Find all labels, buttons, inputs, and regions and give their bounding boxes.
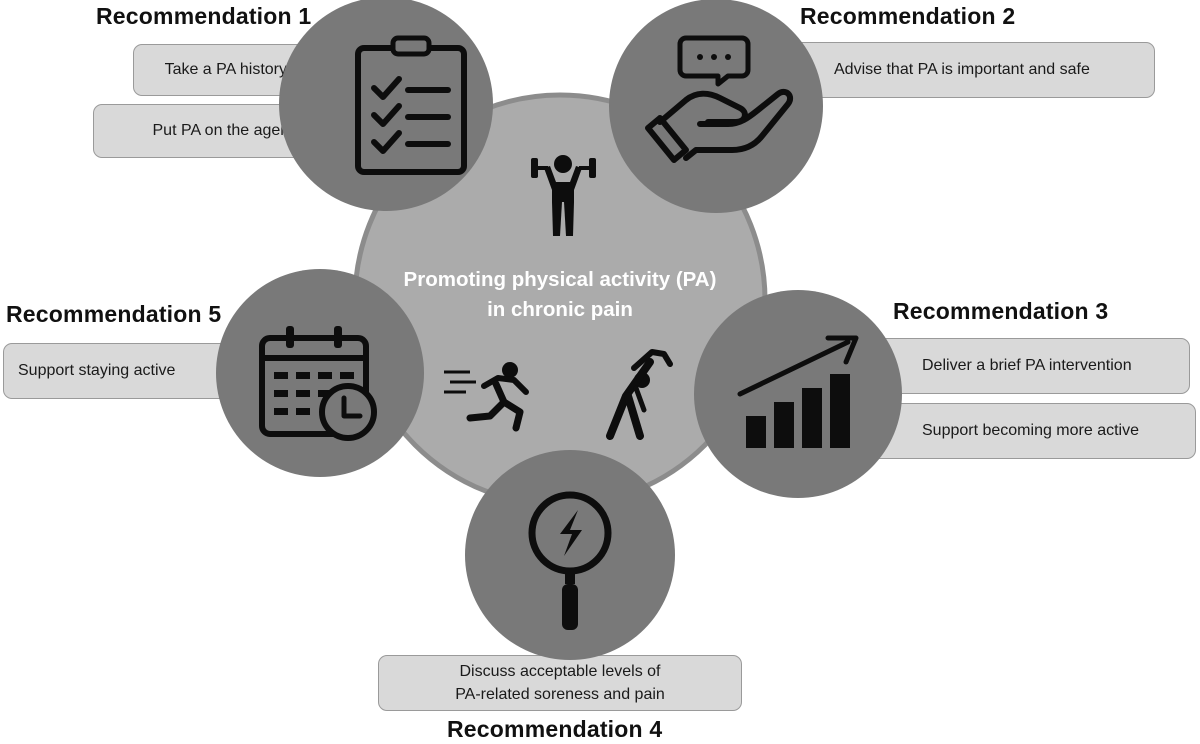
rec4-item-discuss: Discuss acceptable levels of PA-related … [378, 655, 742, 711]
rec5-circle [216, 269, 424, 477]
runner-icon [444, 362, 529, 432]
magnifier-lightning-icon [528, 491, 612, 630]
center-title-line1: Promoting physical activity (PA) [403, 268, 717, 291]
clipboard-checklist-icon [355, 35, 467, 175]
rec4-circle [465, 450, 675, 660]
rec2-title: Recommendation 2 [800, 3, 1016, 29]
weightlifter-icon [531, 155, 596, 236]
calendar-clock-icon [259, 326, 377, 441]
center-title: Promoting physical activity (PA) in chro… [330, 265, 790, 325]
stretching-person-icon [606, 349, 673, 440]
rec4-title: Recommendation 4 [447, 716, 663, 742]
growth-chart-icon [737, 335, 859, 448]
rec1-title: Recommendation 1 [96, 3, 312, 29]
rec2-circle [609, 0, 823, 213]
rec1-circle [279, 0, 493, 211]
hand-speech-bubble-icon [645, 35, 794, 163]
center-title-line2: in chronic pain [487, 298, 633, 321]
rec5-title: Recommendation 5 [6, 301, 222, 327]
rec3-circle [694, 290, 902, 498]
rec3-title: Recommendation 3 [893, 298, 1109, 324]
